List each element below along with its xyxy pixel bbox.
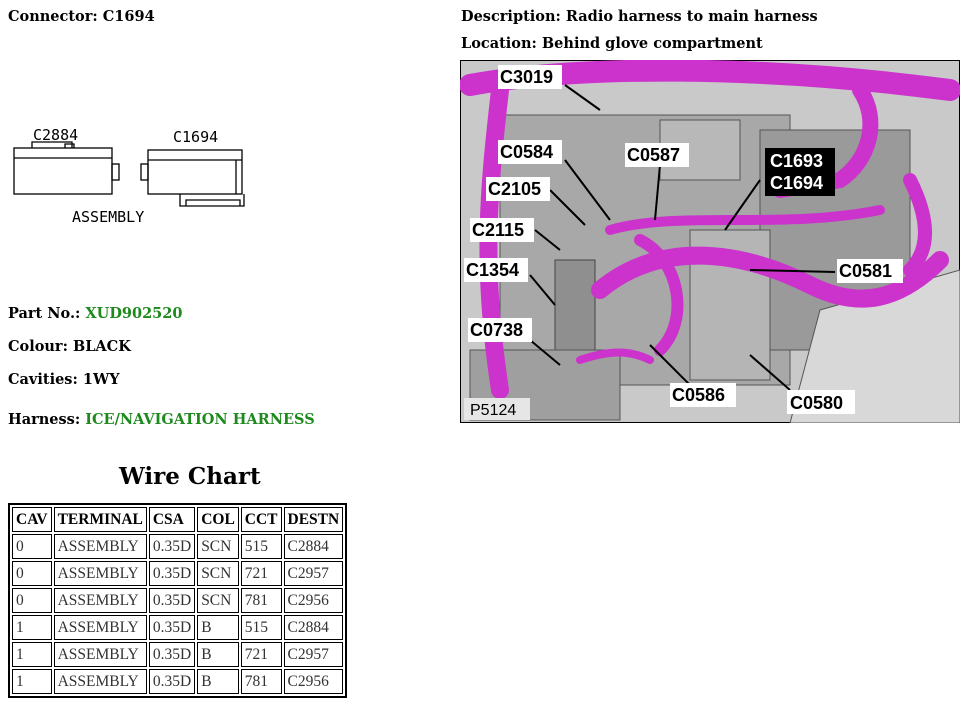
col-terminal: TERMINAL (53, 507, 147, 532)
connector-assembly-diagram: C2884 C1694 ASSEMBLY (13, 126, 245, 226)
cell-cct: 515 (240, 534, 282, 559)
callout-c0587: C0587 (627, 145, 680, 165)
right-connector-body (147, 149, 243, 195)
cell-destn: C2884 (283, 534, 344, 559)
cell-cav: 0 (12, 534, 52, 559)
table-row: 1 ASSEMBLY 0.35D B 721 C2957 (12, 642, 344, 667)
cell-cct: 721 (240, 561, 282, 586)
col-cct: CCT (240, 507, 282, 532)
col-col: COL (197, 507, 239, 532)
cavities-line: Cavities: 1WY (8, 371, 120, 388)
col-destn: DESTN (283, 507, 344, 532)
cell-col: B (197, 669, 239, 694)
cell-cav: 1 (12, 669, 52, 694)
col-csa: CSA (148, 507, 196, 532)
cell-terminal: ASSEMBLY (53, 561, 147, 586)
location-illustration: C3019 C0584 C0587 C1693 C1694 C2105 C211… (460, 60, 960, 423)
cell-csa: 0.35D (148, 615, 196, 640)
callout-c0580: C0580 (790, 393, 843, 413)
cell-col: SCN (197, 588, 239, 613)
cell-cct: 515 (240, 615, 282, 640)
cell-cct: 781 (240, 588, 282, 613)
callout-c0584: C0584 (500, 142, 553, 162)
cell-destn: C2956 (283, 588, 344, 613)
cell-cct: 721 (240, 642, 282, 667)
wire-chart-header-row: CAV TERMINAL CSA COL CCT DESTN (12, 507, 344, 532)
col-cav: CAV (12, 507, 52, 532)
callout-c0738: C0738 (470, 320, 523, 340)
table-row: 0 ASSEMBLY 0.35D SCN 721 C2957 (12, 561, 344, 586)
location-value: Behind glove compartment (541, 35, 763, 52)
wire-chart-table: CAV TERMINAL CSA COL CCT DESTN 0 ASSEMBL… (8, 503, 348, 698)
colour-value: BLACK (72, 338, 131, 355)
table-row: 1 ASSEMBLY 0.35D B 515 C2884 (12, 615, 344, 640)
left-connector-label: C2884 (33, 126, 78, 144)
cell-cav: 0 (12, 561, 52, 586)
cell-csa: 0.35D (148, 669, 196, 694)
cavities-label: Cavities: (8, 371, 83, 388)
callout-c0581: C0581 (839, 261, 892, 281)
cavities-value: 1WY (82, 371, 120, 388)
colour-label: Colour: (8, 338, 73, 355)
location-label: Location: (461, 35, 542, 52)
wire-chart-title: Wire Chart (119, 463, 261, 490)
cell-cav: 1 (12, 615, 52, 640)
cell-cct: 781 (240, 669, 282, 694)
left-connector-body (13, 147, 113, 195)
cell-destn: C2957 (283, 642, 344, 667)
cell-cav: 1 (12, 642, 52, 667)
harness-line: Harness: ICE/NAVIGATION HARNESS (8, 411, 315, 428)
cell-destn: C2956 (283, 669, 344, 694)
cell-csa: 0.35D (148, 534, 196, 559)
cell-csa: 0.35D (148, 642, 196, 667)
cell-terminal: ASSEMBLY (53, 534, 147, 559)
cell-terminal: ASSEMBLY (53, 669, 147, 694)
cell-terminal: ASSEMBLY (53, 588, 147, 613)
connector-label: Connector: (8, 8, 103, 25)
callout-c1694: C1694 (770, 173, 823, 193)
part-no-label: Part No.: (8, 305, 86, 322)
cell-terminal: ASSEMBLY (53, 642, 147, 667)
photo-id: P5124 (470, 402, 516, 419)
callout-c3019: C3019 (500, 67, 553, 87)
cell-col: SCN (197, 534, 239, 559)
callout-c0586: C0586 (672, 385, 725, 405)
connector-value: C1694 (102, 8, 155, 25)
harness-label: Harness: (8, 411, 86, 428)
cell-terminal: ASSEMBLY (53, 615, 147, 640)
colour-line: Colour: BLACK (8, 338, 131, 355)
right-connector-label: C1694 (173, 128, 218, 146)
connector-line: Connector: C1694 (8, 8, 155, 25)
cell-csa: 0.35D (148, 588, 196, 613)
cell-csa: 0.35D (148, 561, 196, 586)
callout-c1354: C1354 (466, 260, 519, 280)
part-no-value[interactable]: XUD902520 (85, 305, 183, 322)
cell-col: B (197, 642, 239, 667)
location-line: Location: Behind glove compartment (461, 35, 763, 52)
callout-c2105: C2105 (488, 179, 541, 199)
callout-c1693: C1693 (770, 151, 823, 171)
table-row: 0 ASSEMBLY 0.35D SCN 515 C2884 (12, 534, 344, 559)
table-row: 0 ASSEMBLY 0.35D SCN 781 C2956 (12, 588, 344, 613)
cell-cav: 0 (12, 588, 52, 613)
diagram-caption: ASSEMBLY (72, 208, 144, 226)
harness-value[interactable]: ICE/NAVIGATION HARNESS (85, 411, 315, 428)
description-line: Description: Radio harness to main harne… (461, 8, 818, 25)
cell-destn: C2884 (283, 615, 344, 640)
cell-destn: C2957 (283, 561, 344, 586)
cell-col: SCN (197, 561, 239, 586)
callout-c2115: C2115 (472, 220, 524, 240)
cell-col: B (197, 615, 239, 640)
table-row: 1 ASSEMBLY 0.35D B 781 C2956 (12, 669, 344, 694)
description-label: Description: (461, 8, 566, 25)
description-value: Radio harness to main harness (565, 8, 818, 25)
part-no-line: Part No.: XUD902520 (8, 305, 182, 322)
